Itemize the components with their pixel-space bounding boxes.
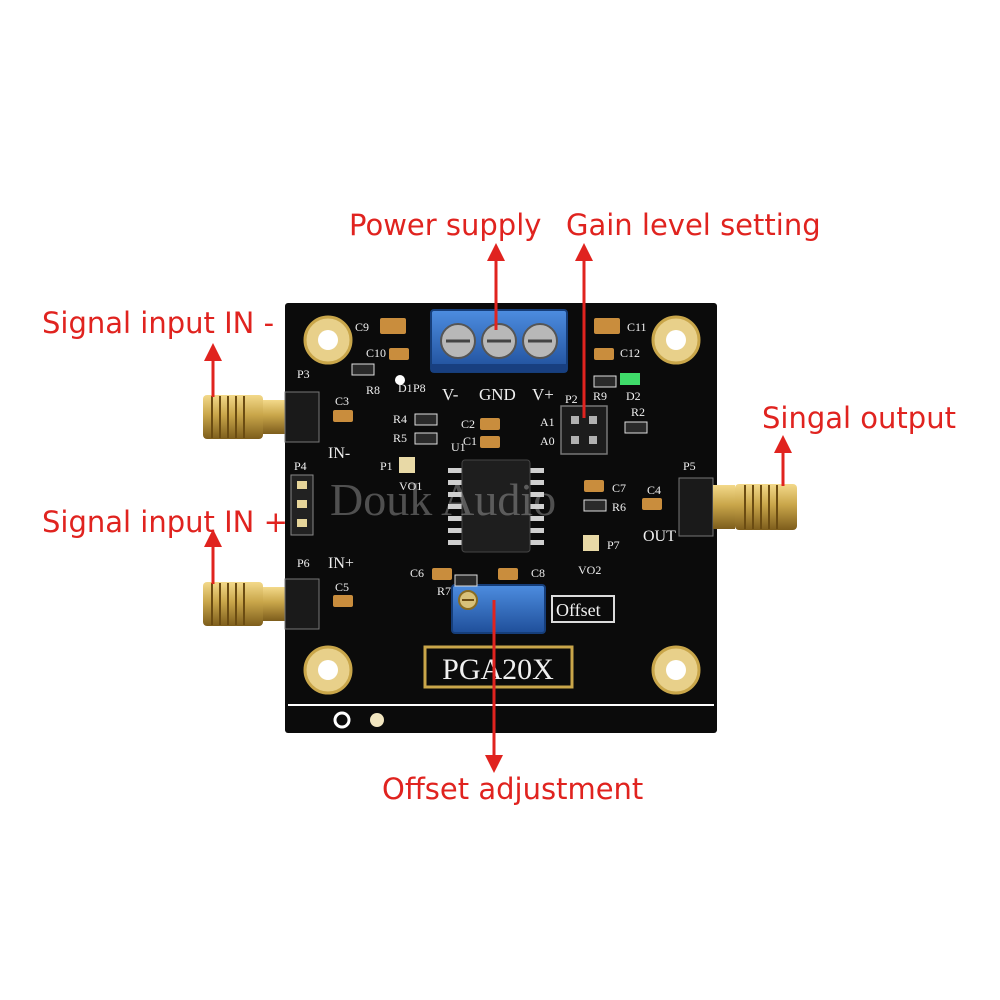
silk-d2: D2 [626,389,641,403]
capacitor-c1 [480,436,500,448]
terminal-label-gnd: GND [479,385,516,404]
terminal-label-vminus: V- [442,385,459,404]
mounting-hole [303,315,353,365]
silk-u1: U1 [451,440,466,454]
callout-signal-input-in-plus: Signal input IN + [42,505,288,539]
silk-c11: C11 [627,320,647,334]
led-d2 [620,373,640,385]
test-point-p1 [399,457,415,473]
silk-p7: P7 [607,538,620,552]
capacitor-c4 [642,498,662,510]
silk-vo1: VO1 [399,479,422,493]
capacitor-c5 [333,595,353,607]
silk-c10: C10 [366,346,386,360]
silk-c4: C4 [647,483,661,497]
silk-c3: C3 [335,394,349,408]
silk-p1: P1 [380,459,393,473]
silk-a0: A0 [540,434,555,448]
silk-p4: P4 [294,459,307,473]
resistor-r8 [351,363,375,376]
silk-c8: C8 [531,566,545,580]
silk-p8: P8 [413,381,426,395]
watermark: Douk Audio [330,474,556,525]
mounting-hole [651,645,701,695]
offset-label-box [551,595,615,623]
silk-vo2: VO2 [578,563,601,577]
board-title: PGA20X [442,653,554,686]
title-plate [423,645,574,689]
terminal-label-vplus: V+ [532,385,554,404]
silk-r8: R8 [366,383,380,397]
silk-in-minus: IN- [328,445,350,462]
resistor-r5 [414,432,438,445]
silk-r7: R7 [437,584,451,598]
resistor-r7 [454,574,478,587]
offset-label: Offset [556,600,601,620]
capacitor-c8 [498,568,518,580]
silk-r2: R2 [631,405,645,419]
test-point-p7 [583,535,599,551]
mounting-hole [651,315,701,365]
silk-c5: C5 [335,580,349,594]
capacitor-c11 [594,318,620,334]
silk-c7: C7 [612,481,626,495]
bottom-pad [370,713,384,727]
led-d1 [395,375,405,385]
silk-p3: P3 [297,367,310,381]
resistor-r9 [593,375,617,388]
capacitor-c12 [594,348,614,360]
silk-in-plus: IN+ [328,555,354,572]
silk-c1: C1 [463,434,477,448]
sma-connector-out [678,477,797,537]
silk-c6: C6 [410,566,424,580]
silk-r4: R4 [393,412,407,426]
silk-d1: D1 [398,381,413,395]
callout-power-supply: Power supply [349,208,542,242]
header-p4 [290,474,314,536]
sma-connector-in-plus [203,578,320,630]
silk-a1: A1 [540,415,555,429]
silk-c9: C9 [355,320,369,334]
callout-signal-input-in-minus: Signal input IN - [42,306,275,340]
capacitor-c9 [380,318,406,334]
capacitor-c2 [480,418,500,430]
capacitor-c3 [333,410,353,422]
resistor-r4 [414,413,438,426]
callout-offset-adjustment: Offset adjustment [382,772,644,806]
power-terminal-block [430,309,568,373]
silk-r9: R9 [593,389,607,403]
callout-gain-level-setting: Gain level setting [566,208,821,242]
silk-r6: R6 [612,500,626,514]
resistor-r6 [583,499,607,512]
capacitor-c6 [432,568,452,580]
capacitor-c7 [584,480,604,492]
silk-r5: R5 [393,431,407,445]
pga-chip-u1 [448,459,544,553]
callout-signal-output: Singal output [762,401,956,435]
sma-connector-in-minus [203,391,320,443]
bottom-pad [333,711,351,729]
silk-p2: P2 [565,392,578,406]
silk-out: OUT [643,528,676,545]
resistor-r2 [624,421,648,434]
silk-c2: C2 [461,417,475,431]
silk-p5: P5 [683,459,696,473]
offset-trimmer-pot [451,584,546,634]
capacitor-c10 [389,348,409,360]
mounting-hole [303,645,353,695]
silk-p6: P6 [297,556,310,570]
silk-c12: C12 [620,346,640,360]
